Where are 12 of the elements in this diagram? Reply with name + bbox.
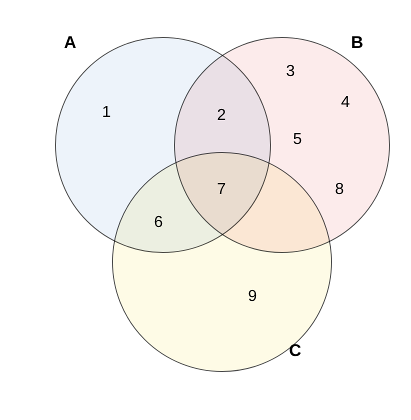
region-number: 3 — [286, 64, 295, 80]
region-number: 7 — [217, 182, 226, 198]
region-number: 8 — [335, 182, 344, 198]
set-label: C — [289, 342, 302, 359]
set-label: A — [64, 34, 76, 51]
region-number: 6 — [154, 215, 163, 231]
region-number: 4 — [341, 95, 350, 111]
region-number: 5 — [293, 132, 302, 148]
region-number: 2 — [217, 108, 226, 124]
region-number: 9 — [248, 289, 257, 305]
set-label: B — [351, 34, 364, 51]
region-number: 1 — [102, 105, 111, 121]
